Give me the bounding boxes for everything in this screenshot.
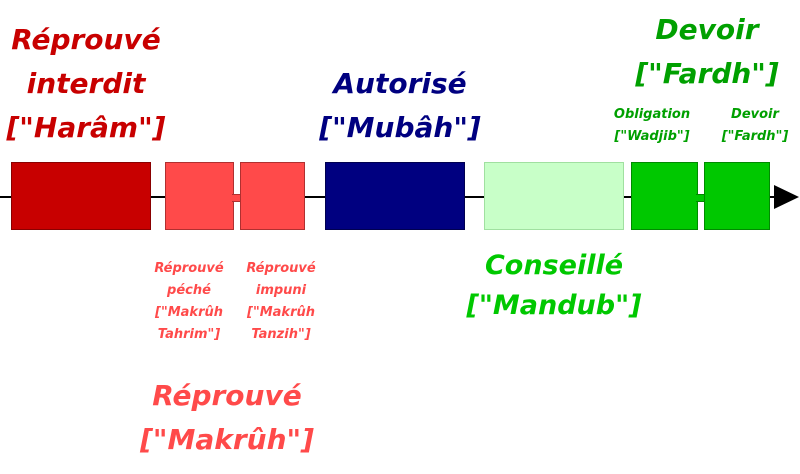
fardh-top-label-line2: ["Fardh"] bbox=[635, 57, 779, 90]
mandub-label: Conseillé ["Mandub"] bbox=[444, 246, 664, 326]
makruh-tahrim-line2: péché bbox=[167, 283, 211, 298]
makruh-tanzih-label: Réprouvé impuni ["Makrûh Tanzih"] bbox=[232, 258, 330, 346]
makruh-tahrim-label: Réprouvé péché ["Makrûh Tahrim"] bbox=[140, 258, 238, 346]
makruh-label-line1: Réprouvé bbox=[152, 379, 302, 412]
mubah-segment bbox=[325, 162, 465, 230]
makruh-tahrim-line4: Tahrim"] bbox=[157, 327, 221, 342]
makruh-label-line2: ["Makrûh"] bbox=[140, 423, 314, 456]
haram-label-line1: Réprouvé bbox=[11, 23, 161, 56]
fardh-small-label-line2: ["Fardh"] bbox=[721, 129, 789, 144]
makruh-tanzih-line4: Tanzih"] bbox=[251, 327, 311, 342]
makruh-tanzih-line1: Réprouvé bbox=[246, 261, 316, 276]
haram-label: Réprouvé interdit ["Harâm"] bbox=[6, 18, 166, 150]
fardh-segment bbox=[704, 162, 770, 230]
makruh-tahrim-line3: ["Makrûh bbox=[155, 305, 223, 320]
makruh-tahrim-line1: Réprouvé bbox=[154, 261, 224, 276]
mubah-label-line2: ["Mubâh"] bbox=[319, 111, 481, 144]
fardh-small-label: Devoir ["Fardh"] bbox=[710, 104, 800, 148]
makruh-label: Réprouvé ["Makrûh"] bbox=[122, 374, 332, 462]
mandub-label-line1: Conseillé bbox=[484, 250, 624, 281]
arrow-right-icon bbox=[774, 185, 799, 209]
haram-segment bbox=[11, 162, 151, 230]
mandub-label-line2: ["Mandub"] bbox=[466, 290, 642, 321]
wajib-connector bbox=[696, 194, 706, 202]
wadjib-label-line1: Obligation bbox=[613, 107, 691, 122]
makruh-tanzih-line3: ["Makrûh bbox=[247, 305, 315, 320]
wadjib-label-line2: ["Wadjib"] bbox=[614, 129, 690, 144]
makruh-tahrim-segment bbox=[165, 162, 234, 230]
mubah-label: Autorisé ["Mubâh"] bbox=[315, 62, 485, 150]
fardh-top-label: Devoir ["Fardh"] bbox=[622, 8, 792, 96]
mubah-label-line1: Autorisé bbox=[333, 67, 467, 100]
haram-label-line3: ["Harâm"] bbox=[6, 111, 166, 144]
makruh-tanzih-line2: impuni bbox=[255, 283, 307, 298]
wadjib-label: Obligation ["Wadjib"] bbox=[598, 104, 706, 148]
fardh-top-label-line1: Devoir bbox=[655, 13, 759, 46]
makruh-connector bbox=[232, 194, 242, 202]
fardh-small-label-line1: Devoir bbox=[731, 107, 779, 122]
wadjib-segment bbox=[631, 162, 698, 230]
makruh-tanzih-segment bbox=[240, 162, 305, 230]
mandub-segment bbox=[484, 162, 624, 230]
haram-label-line2: interdit bbox=[26, 67, 146, 100]
